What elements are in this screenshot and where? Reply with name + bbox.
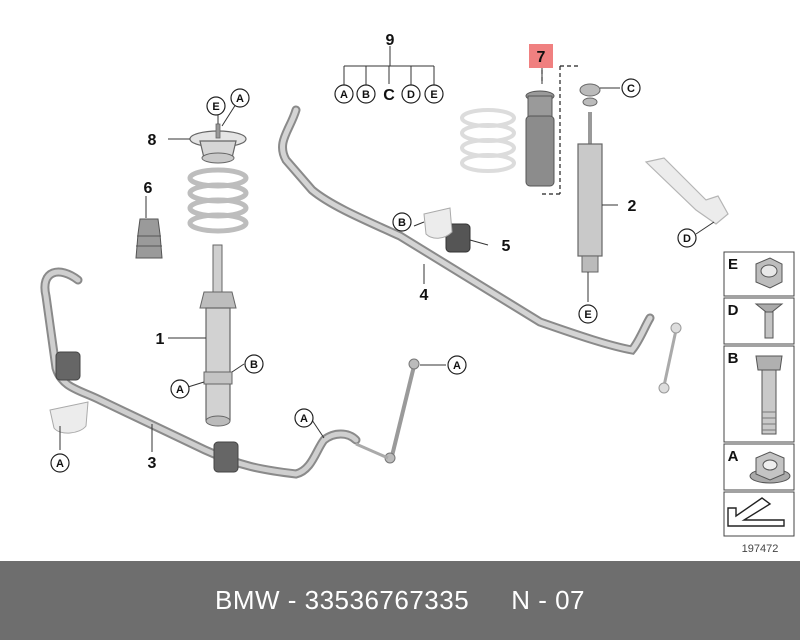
rear-spring — [460, 108, 516, 173]
part-footer: BMW - 33536767335 N - 07 — [0, 561, 800, 640]
callout-circles — [50, 78, 697, 473]
stabilizer-bushing-left — [49, 401, 89, 434]
kit-component-c: C — [383, 87, 395, 104]
kit-component-e: E — [430, 89, 437, 101]
hex-bolt-icon — [755, 355, 783, 435]
exploded-parts-diagram: 9 7 8 6 1 3 4 5 2 E A B A A A A B E C D … — [40, 32, 795, 555]
arrow-icon — [727, 497, 785, 527]
diagram-ref-text: N - 07 — [511, 585, 586, 615]
legend-key-a: A — [728, 448, 739, 465]
part-label-5: 5 — [502, 238, 511, 255]
control-arm — [644, 157, 729, 225]
stabilizer-bar-3 — [40, 267, 361, 479]
flange-nut-icon — [749, 451, 791, 484]
strut-1 — [199, 244, 237, 427]
legend-key-b: B — [728, 350, 739, 367]
highlight-box-7 — [529, 44, 553, 68]
link-rod-front — [355, 358, 420, 464]
shock-absorber-2 — [577, 83, 603, 273]
part-number-text: BMW - 33536767335 — [214, 585, 470, 615]
callout-d-arm: D — [683, 233, 691, 245]
hex-nut-icon — [755, 257, 783, 289]
callout-a-bar-end: A — [300, 413, 308, 425]
leader-lines — [59, 46, 715, 452]
part-label-3: 3 — [148, 455, 157, 472]
callout-b-clamp: B — [398, 217, 406, 229]
legend-key-d: D — [728, 302, 739, 319]
pin-bolt-icon — [754, 303, 784, 339]
part-label-4: 4 — [420, 287, 429, 304]
bump-stop-6 — [135, 218, 163, 259]
callout-e-shock: E — [584, 309, 591, 321]
callout-a-bushing: A — [56, 458, 64, 470]
part-label-2: 2 — [628, 198, 637, 215]
callout-e-strut: E — [212, 101, 219, 113]
protection-tube-7 — [525, 90, 555, 187]
callout-a-link: A — [453, 360, 461, 372]
callout-c-shock: C — [627, 83, 635, 95]
callout-a-strut: A — [176, 384, 184, 396]
coil-spring-front — [187, 167, 249, 234]
legend-key-e: E — [728, 256, 738, 273]
stabilizer-bar-4 — [278, 105, 655, 355]
part-label-7: 7 — [537, 49, 546, 66]
part-label-1: 1 — [156, 331, 165, 348]
callout-a-strut-top: A — [236, 93, 244, 105]
hardware-legend — [723, 251, 795, 537]
link-rod-rear — [658, 322, 682, 394]
callout-b-strut: B — [250, 359, 258, 371]
part-label-8: 8 — [148, 132, 157, 149]
diagram-number: 197472 — [742, 543, 779, 555]
part-label-9: 9 — [386, 32, 395, 49]
kit-component-d: D — [407, 89, 415, 101]
kit-component-a: A — [340, 89, 348, 101]
strut-mount-8 — [189, 123, 247, 164]
kit-component-b: B — [362, 89, 370, 101]
bushing-clamp-b — [423, 207, 453, 239]
part-label-6: 6 — [144, 180, 153, 197]
